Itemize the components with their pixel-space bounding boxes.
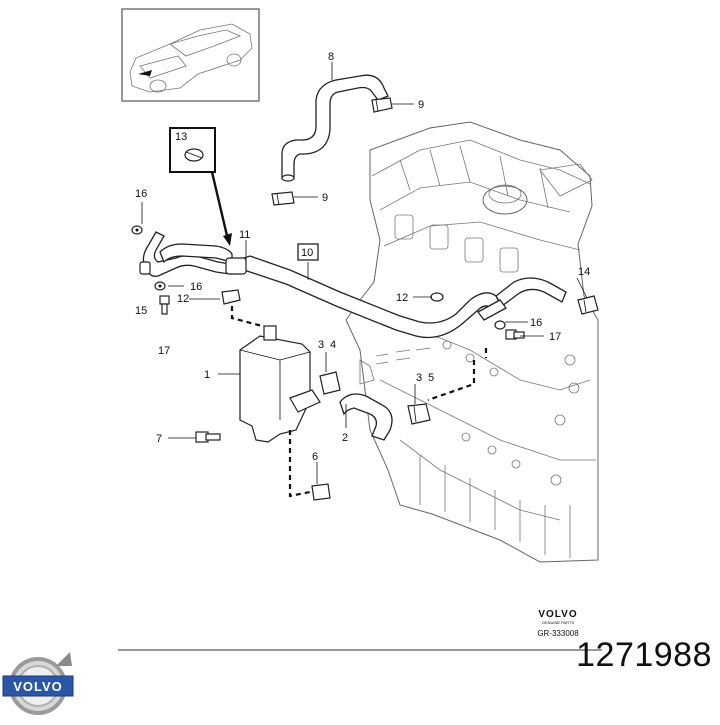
oil-trap-1 [239, 325, 321, 443]
volvo-logo: VOLVO [2, 652, 74, 715]
upper-hose-8 [281, 74, 389, 182]
clamp-12-left [221, 289, 241, 305]
vehicle-thumbnail [121, 8, 260, 102]
callout-5: 5 [428, 372, 434, 384]
assembly-line [288, 430, 311, 498]
hose-clamp-9-lower [271, 191, 295, 206]
stamp-subtitle: GENUINE PARTS [542, 620, 575, 625]
callout-2: 2 [342, 432, 348, 444]
callout-15: 15 [135, 305, 147, 317]
callout-10: 10 [301, 247, 313, 259]
callout-16-top-left: 16 [135, 188, 147, 200]
callout-9-lower: 9 [322, 192, 328, 204]
assembly-line [427, 360, 476, 402]
callout-11: 11 [239, 229, 250, 241]
callout-17-left: 17 [158, 345, 170, 357]
callout-16-right: 16 [530, 317, 542, 329]
bolt-7 [195, 431, 221, 443]
main-hose-10 [243, 255, 567, 339]
washer-16-left [154, 281, 166, 291]
engine-block-outline [345, 121, 599, 563]
clamp-14 [577, 295, 599, 315]
clamp-3-5 [407, 403, 431, 425]
callout-13: 13 [175, 131, 187, 143]
callout-8: 8 [328, 51, 334, 63]
clamp-3-4 [319, 371, 341, 395]
callout-16-left: 16 [190, 281, 202, 293]
clip-13 [169, 127, 216, 173]
callout-10-box: 10 [297, 243, 319, 261]
elbow-hose-2 [339, 393, 393, 441]
callout-12-left: 12 [177, 293, 189, 305]
genuine-parts-stamp: VOLVO GENUINE PARTS GR-333008 [537, 609, 579, 638]
callout-3-right: 3 [416, 372, 422, 384]
breather-hose-11 [139, 231, 247, 277]
callout-12-right: 12 [396, 292, 408, 304]
stamp-code: GR-333008 [537, 629, 579, 638]
hose-clamp-9-upper [371, 97, 393, 113]
washer-16-left-top [131, 225, 143, 235]
clamp-12-right [430, 292, 444, 302]
callout-9-upper: 9 [418, 99, 424, 111]
callout-17-right: 17 [549, 331, 561, 343]
bolt-17-right [505, 329, 525, 340]
callout-7: 7 [156, 433, 162, 445]
bolt-17-left [159, 295, 170, 315]
callout-6: 6 [312, 451, 318, 463]
part-number: 1271988 [576, 636, 712, 674]
logo-text: VOLVO [13, 679, 63, 694]
callout-4: 4 [330, 339, 336, 351]
washer-16-right [494, 320, 506, 330]
callout-3-left: 3 [318, 339, 324, 351]
leader-lines [141, 62, 588, 484]
stamp-brand: VOLVO [538, 609, 577, 620]
callout-14: 14 [578, 266, 590, 278]
sleeve-6 [311, 483, 331, 501]
assembly-line [230, 306, 263, 328]
callout-1: 1 [204, 369, 210, 381]
